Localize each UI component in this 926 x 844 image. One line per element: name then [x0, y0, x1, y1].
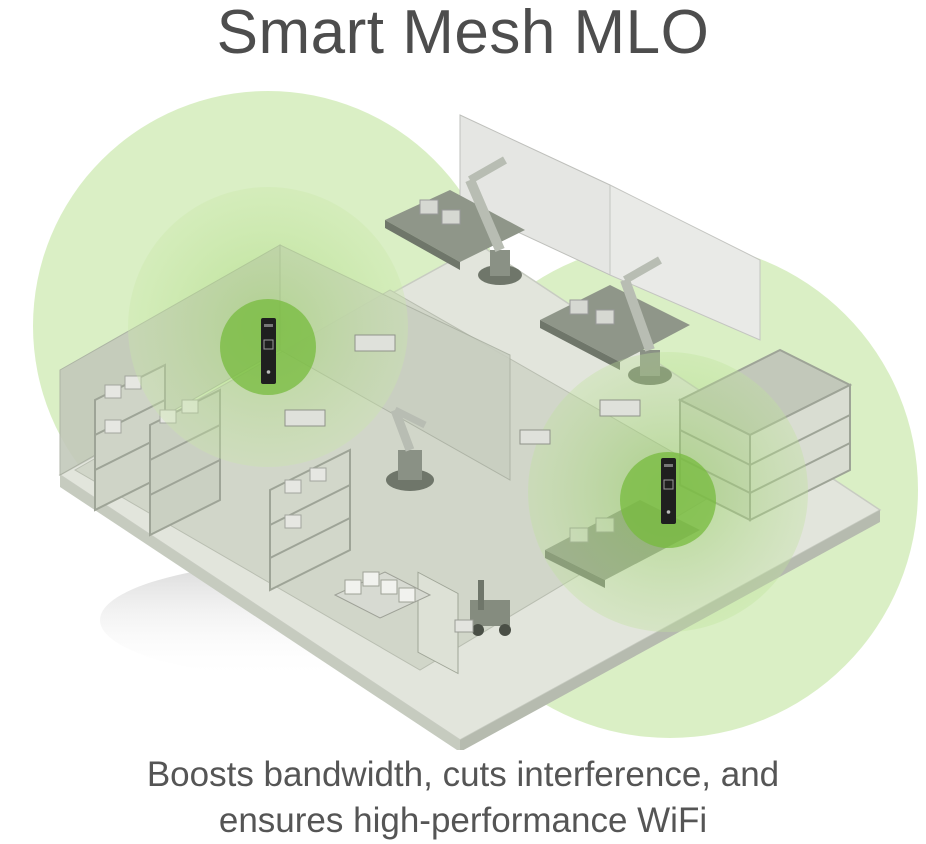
- access-point-right: [661, 458, 676, 524]
- robot-arm-3: [386, 406, 434, 491]
- conveyor-upper: [385, 190, 525, 270]
- caption-line-2: ensures high-performance WiFi: [218, 801, 708, 840]
- robot-arm-1: [465, 156, 522, 285]
- caption: Boosts bandwidth, cuts interference, and…: [0, 752, 926, 844]
- room-door: [417, 571, 459, 675]
- page-title: Smart Mesh MLO: [216, 0, 710, 67]
- agv-robots: [284, 334, 641, 445]
- forklift: [454, 580, 511, 636]
- floor-slab-edge: [60, 475, 460, 750]
- warehouse-illustration: [33, 91, 918, 750]
- access-point-left: [261, 318, 276, 384]
- back-wall-right-2: [609, 184, 761, 341]
- caption-line-1: Boosts bandwidth, cuts interference, and: [146, 755, 780, 794]
- pallet-boxes: [333, 571, 432, 619]
